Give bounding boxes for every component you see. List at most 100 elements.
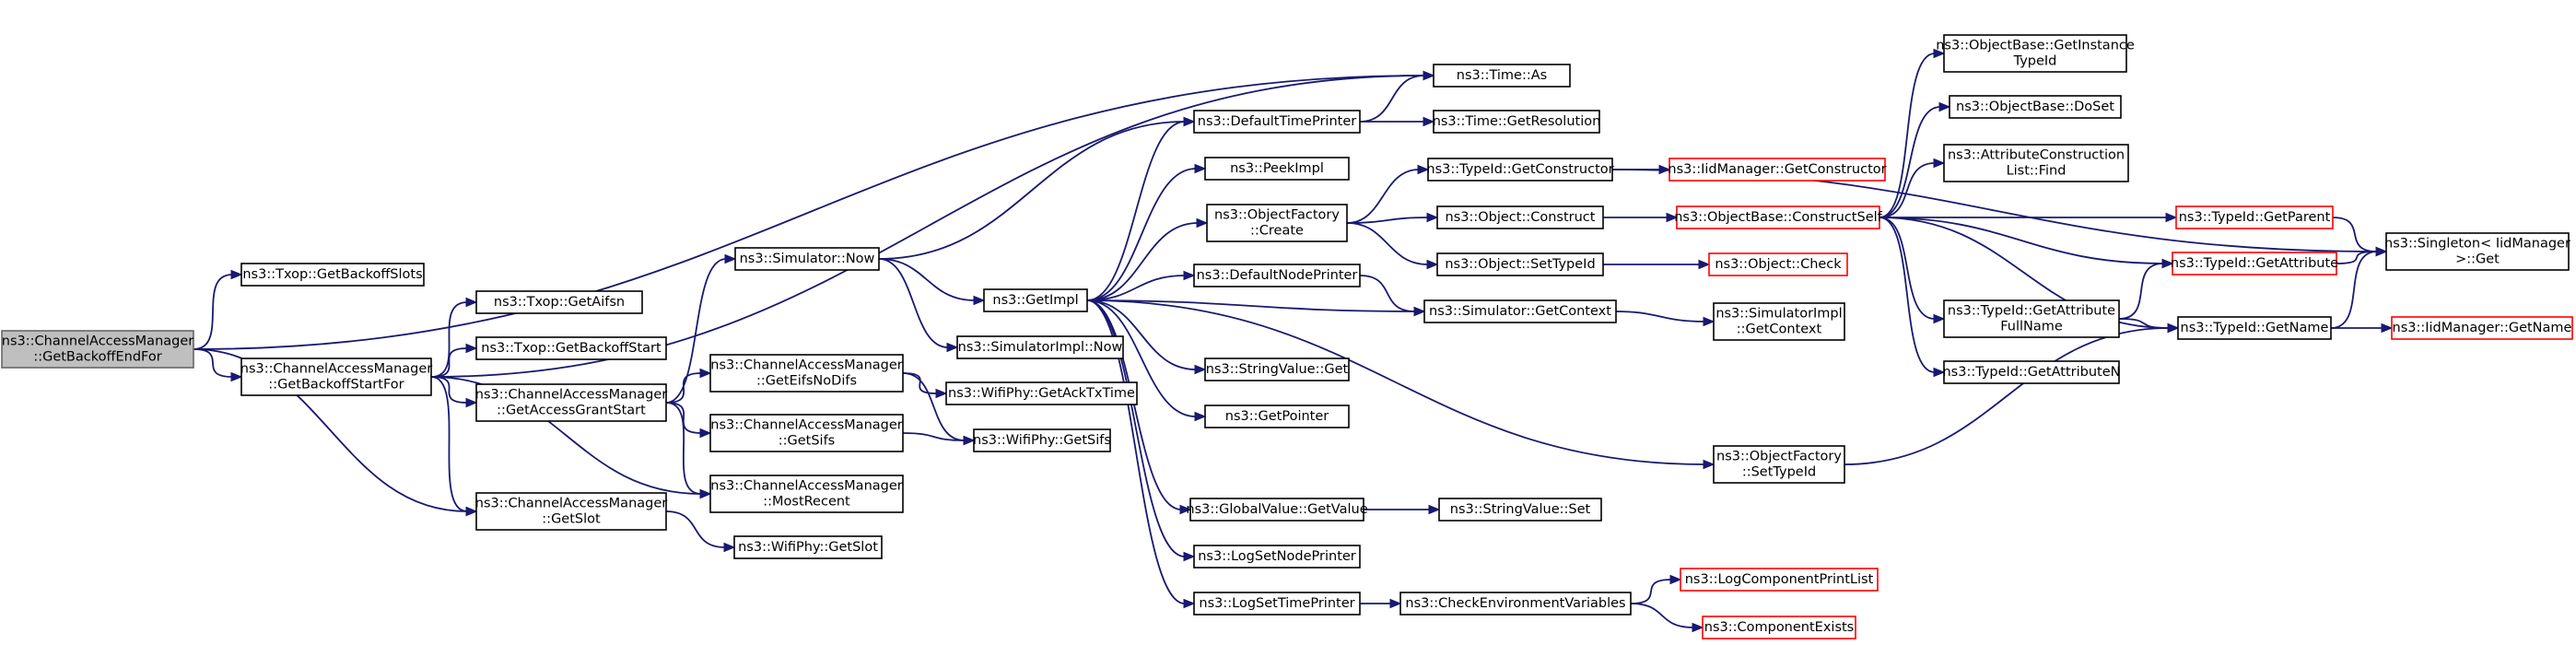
node-label: ns3::AttributeConstruction [1948, 148, 2125, 163]
node-label: ns3::ObjectBase::DoSet [1956, 100, 2114, 114]
node-label: ns3::IidManager::GetConstructor [1668, 162, 1886, 177]
node-label: ns3::ObjectBase::GetInstance [1936, 39, 2135, 53]
node-do-set[interactable]: ns3::ObjectBase::DoSet [1949, 95, 2122, 119]
node-label: >::Get [2455, 252, 2500, 267]
node-get-backoff-start-for[interactable]: ns3::ChannelAccessManager::GetBackoffSta… [240, 358, 433, 396]
node-get-backoff-start[interactable]: ns3::Txop::GetBackoffStart [475, 336, 667, 360]
node-object-construct[interactable]: ns3::Object::Construct [1436, 205, 1604, 229]
node-get-slot[interactable]: ns3::ChannelAccessManager::GetSlot [475, 492, 668, 531]
node-sim-impl-now[interactable]: ns3::SimulatorImpl::Now [956, 335, 1124, 359]
node-time-get-resolution[interactable]: ns3::Time::GetResolution [1433, 110, 1601, 134]
node-log-component-print-list[interactable]: ns3::LogComponentPrintList [1680, 568, 1879, 592]
edge-line [193, 274, 233, 350]
edge-line [1359, 75, 1425, 123]
edge-getSlot-to-wifiGetSlot [665, 510, 736, 553]
node-type-id-get-attribute[interactable]: ns3::TypeId::GetAttribute [2171, 252, 2338, 276]
edge-arrowhead [1933, 48, 1946, 59]
node-get-ack-tx-time[interactable]: ns3::WifiPhy::GetAckTxTime [945, 381, 1138, 405]
node-obj-factory-create[interactable]: ns3::ObjectFactory::Create [1206, 204, 1348, 242]
edge-line [1346, 169, 1420, 224]
node-check-env-vars[interactable]: ns3::CheckEnvironmentVariables [1399, 592, 1632, 616]
edge-getBackoffStartFor-to-getSlot [430, 376, 478, 517]
node-box [2172, 252, 2337, 276]
node-label: ns3::ChannelAccessManager [475, 388, 668, 403]
edge-arrowhead [1183, 598, 1196, 609]
node-string-value-get[interactable]: ns3::StringValue::Get [1204, 358, 1350, 381]
node-sim-impl-get-context[interactable]: ns3::SimulatorImpl::GetContext [1713, 302, 1845, 341]
node-time-as[interactable]: ns3::Time::As [1433, 64, 1571, 88]
node-box [1713, 302, 1845, 341]
node-box [1713, 445, 1845, 484]
node-root[interactable]: ns3::ChannelAccessManager::GetBackoffEnd… [1, 330, 194, 369]
edge-logSetTimePrinter-to-checkEnvVars [1360, 598, 1402, 609]
node-box [1204, 157, 1350, 181]
edge-line [665, 402, 702, 495]
edge-arrowhead [1698, 259, 1711, 270]
edge-arrowhead [724, 253, 737, 264]
node-get-sifs[interactable]: ns3::ChannelAccessManager::GetSifs [709, 414, 904, 452]
node-label: ns3::IidManager::GetName [2393, 321, 2572, 335]
node-label: ns3::ChannelAccessManager [710, 358, 903, 373]
node-default-node-printer[interactable]: ns3::DefaultNodePrinter [1193, 264, 1361, 287]
node-get-eifs-no-difs[interactable]: ns3::ChannelAccessManager::GetEifsNoDifs [709, 354, 904, 393]
node-get-aifsn[interactable]: ns3::Txop::GetAifsn [475, 290, 643, 314]
edge-arrowhead [230, 371, 243, 382]
node-peek-impl[interactable]: ns3::PeekImpl [1204, 157, 1350, 181]
node-box [973, 428, 1111, 452]
node-sim-now[interactable]: ns3::Simulator::Now [734, 247, 880, 271]
node-box [734, 247, 880, 271]
edge-getImpl-to-defaultTimePrinter [1086, 116, 1196, 301]
node-get-impl[interactable]: ns3::GetImpl [983, 288, 1088, 312]
node-get-pointer[interactable]: ns3::GetPointer [1204, 405, 1350, 428]
edge-line [193, 75, 1425, 350]
node-type-id-get-constructor[interactable]: ns3::TypeId::GetConstructor [1426, 158, 1614, 182]
node-type-id-get-name[interactable]: ns3::TypeId::GetName [2177, 316, 2332, 340]
node-obj-factory-set-type-id[interactable]: ns3::ObjectFactory::SetTypeId [1713, 445, 1845, 484]
node-type-id-get-parent[interactable]: ns3::TypeId::GetParent [2175, 205, 2334, 229]
node-type-id-get-attribute-n[interactable]: ns3::TypeId::GetAttributeN [1942, 360, 2121, 384]
node-label: ns3::ChannelAccessManager [2, 334, 194, 349]
node-label: ns3::GetPointer [1225, 409, 1329, 424]
node-label: ns3::StringValue::Set [1450, 502, 1591, 517]
edge-defaultTimePrinter-to-timeAs [1359, 70, 1435, 123]
node-label: ns3::Txop::GetBackoffStart [481, 341, 662, 356]
node-singleton-get[interactable]: ns3::Singleton< IidManager>::Get [2384, 232, 2570, 271]
edge-line [430, 376, 702, 495]
node-component-exists[interactable]: ns3::ComponentExists [1702, 616, 1856, 639]
node-iid-get-name[interactable]: ns3::IidManager::GetName [2391, 316, 2573, 340]
node-get-backoff-slots[interactable]: ns3::Txop::GetBackoffSlots [240, 263, 425, 287]
node-label: ns3::WifiPhy::GetSifs [973, 433, 1111, 448]
node-label: ns3::WifiPhy::GetSlot [738, 540, 878, 555]
edge-line [1086, 299, 1705, 465]
node-box [1669, 158, 1886, 182]
edge-line [1359, 275, 1416, 312]
edge-line [1879, 217, 1936, 373]
node-log-set-node-printer[interactable]: ns3::LogSetNodePrinter [1193, 545, 1361, 569]
node-label: ::MostRecent [763, 495, 850, 510]
node-box [1943, 299, 2120, 338]
node-box [733, 535, 883, 559]
node-global-value-get-value[interactable]: ns3::GlobalValue::GetValue [1186, 498, 1368, 522]
edge-getAccessGrantStart-to-getEifsNoDifs [665, 368, 712, 404]
node-wifi-get-sifs[interactable]: ns3::WifiPhy::GetSifs [973, 428, 1111, 452]
node-get-access-grant-start[interactable]: ns3::ChannelAccessManager::GetAccessGran… [475, 383, 668, 422]
node-label: FullName [2000, 320, 2063, 334]
node-log-set-time-printer[interactable]: ns3::LogSetTimePrinter [1193, 592, 1361, 616]
node-object-check[interactable]: ns3::Object::Check [1708, 252, 1848, 276]
node-string-value-set[interactable]: ns3::StringValue::Set [1438, 498, 1602, 522]
node-default-time-printer[interactable]: ns3::DefaultTimePrinter [1193, 110, 1361, 134]
node-label: ns3::ChannelAccessManager [710, 479, 903, 494]
node-box [1204, 358, 1350, 381]
node-wifi-get-slot[interactable]: ns3::WifiPhy::GetSlot [733, 535, 883, 559]
node-sim-get-context[interactable]: ns3::Simulator::GetContext [1423, 299, 1617, 323]
node-construct-self[interactable]: ns3::ObjectBase::ConstructSelf [1674, 205, 1883, 229]
node-most-recent[interactable]: ns3::ChannelAccessManager::MostRecent [709, 475, 904, 513]
node-object-set-type-id[interactable]: ns3::Object::SetTypeId [1436, 252, 1604, 276]
edge-getImpl-to-objFactoryCreate [1086, 217, 1209, 301]
node-iid-get-constructor[interactable]: ns3::IidManager::GetConstructor [1668, 158, 1887, 182]
edge-arrowhead [1417, 164, 1430, 175]
